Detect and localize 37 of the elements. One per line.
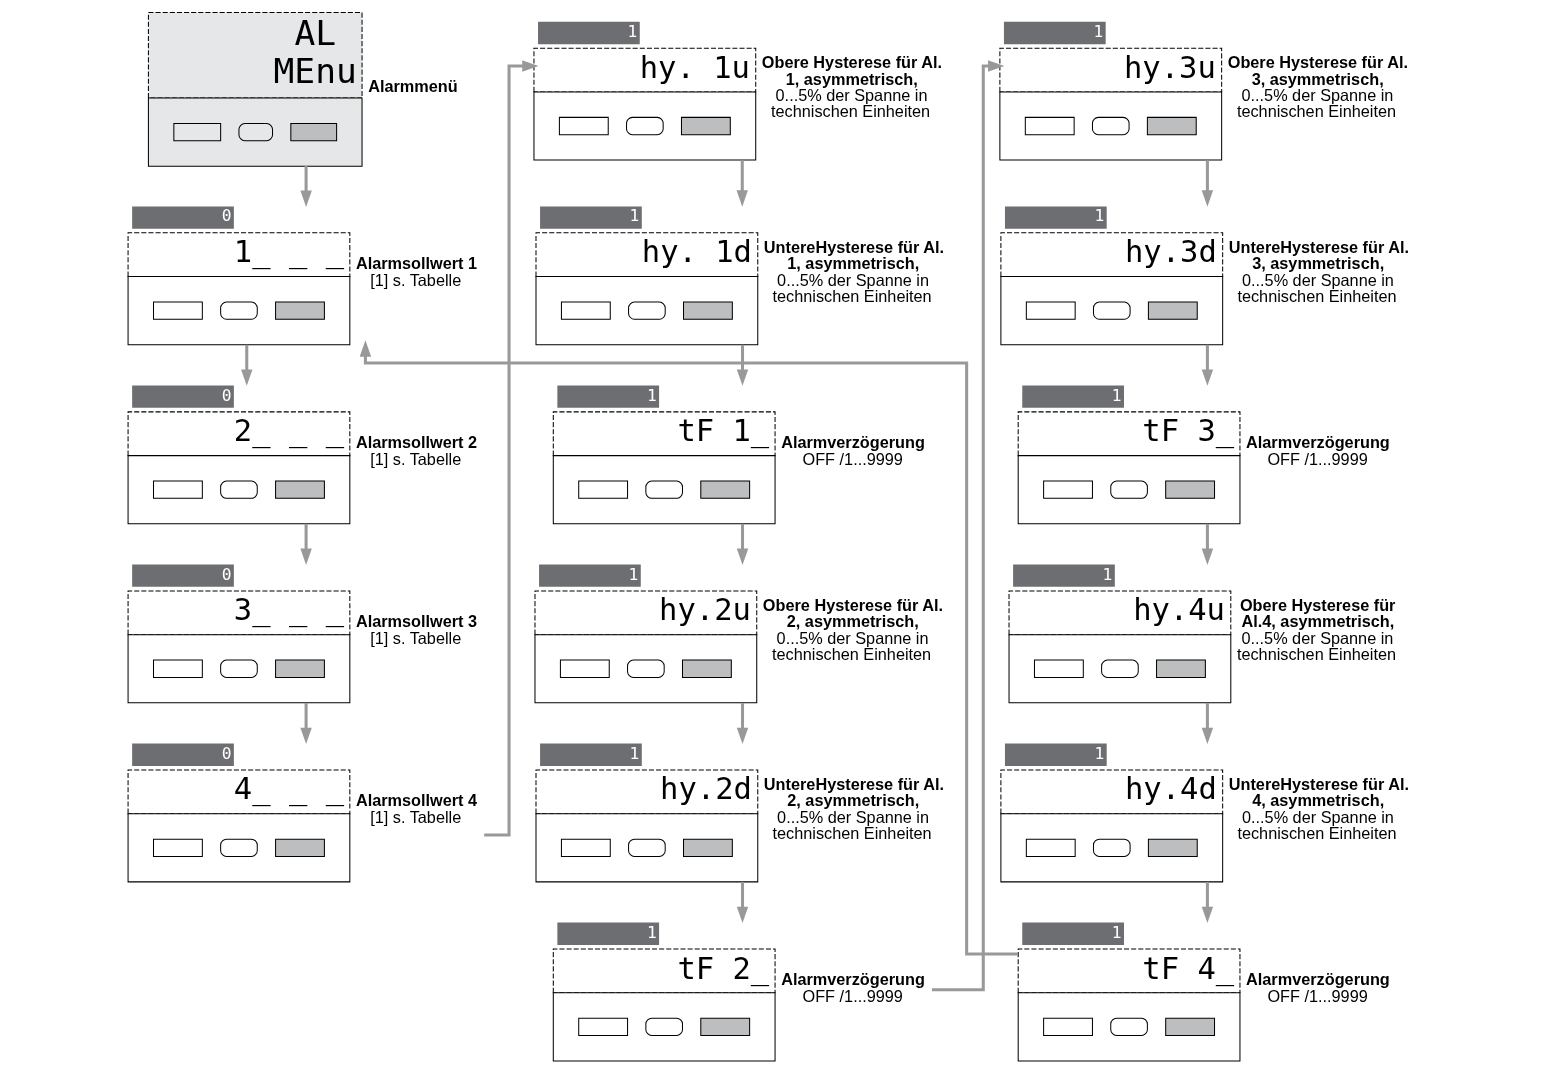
node-label: Alarmverzögerung [1245,970,1390,989]
arrow [359,340,1018,956]
arrow [299,523,312,565]
node-label: [1] s. Tabelle [369,807,461,826]
node-label: Obere Hysterese für Al.4, asymmetrisch, [1239,596,1395,631]
arrow [736,160,748,207]
arrow [736,523,748,565]
node-label: Alarmsollwert 4 [355,791,477,810]
node-label: Alarmsollwert 1 [355,254,477,273]
arrow [299,165,312,207]
node-label: UntereHysterese für Al. 3, asymmetrisch, [1228,237,1409,273]
arrow [299,702,312,744]
node-label: [1] s. Tabelle [369,449,461,468]
node-label: Alarmverzögerung [780,970,925,989]
arrow [736,881,748,923]
arrow [736,344,748,386]
node-label: Alarmsollwert 3 [355,612,477,631]
arrow [1201,344,1213,386]
node-label: UntereHysterese für Al. 4, asymmetrisch, [1228,775,1409,810]
node-label: UntereHysterese für Al. 2, asymmetrisch, [763,775,944,810]
arrow [736,702,748,744]
node-label: [1] s. Tabelle [369,270,461,289]
node-label: [1] s. Tabelle [369,628,461,647]
arrow [1201,160,1213,207]
node-label: Obere Hysterese für Al. 3, asymmetrisch, [1227,53,1408,88]
node-label: Alarmsollwert 2 [355,433,477,452]
arrow [240,344,252,386]
node-label: Alarmmenü [367,77,458,96]
node-label: Alarmverzögerung [1245,433,1390,452]
node-label: Alarmverzögerung [780,433,925,452]
node-label: Obere Hysterese für Al. 1, asymmetrisch, [761,53,942,88]
node-label: UntereHysterese für Al. 1, asymmetrisch, [763,237,944,273]
arrow [931,60,1004,992]
arrow [1201,702,1213,744]
node-label: Obere Hysterese für Al. 2, asymmetrisch, [762,596,943,631]
arrow [1201,881,1213,923]
arrow [1201,523,1213,565]
